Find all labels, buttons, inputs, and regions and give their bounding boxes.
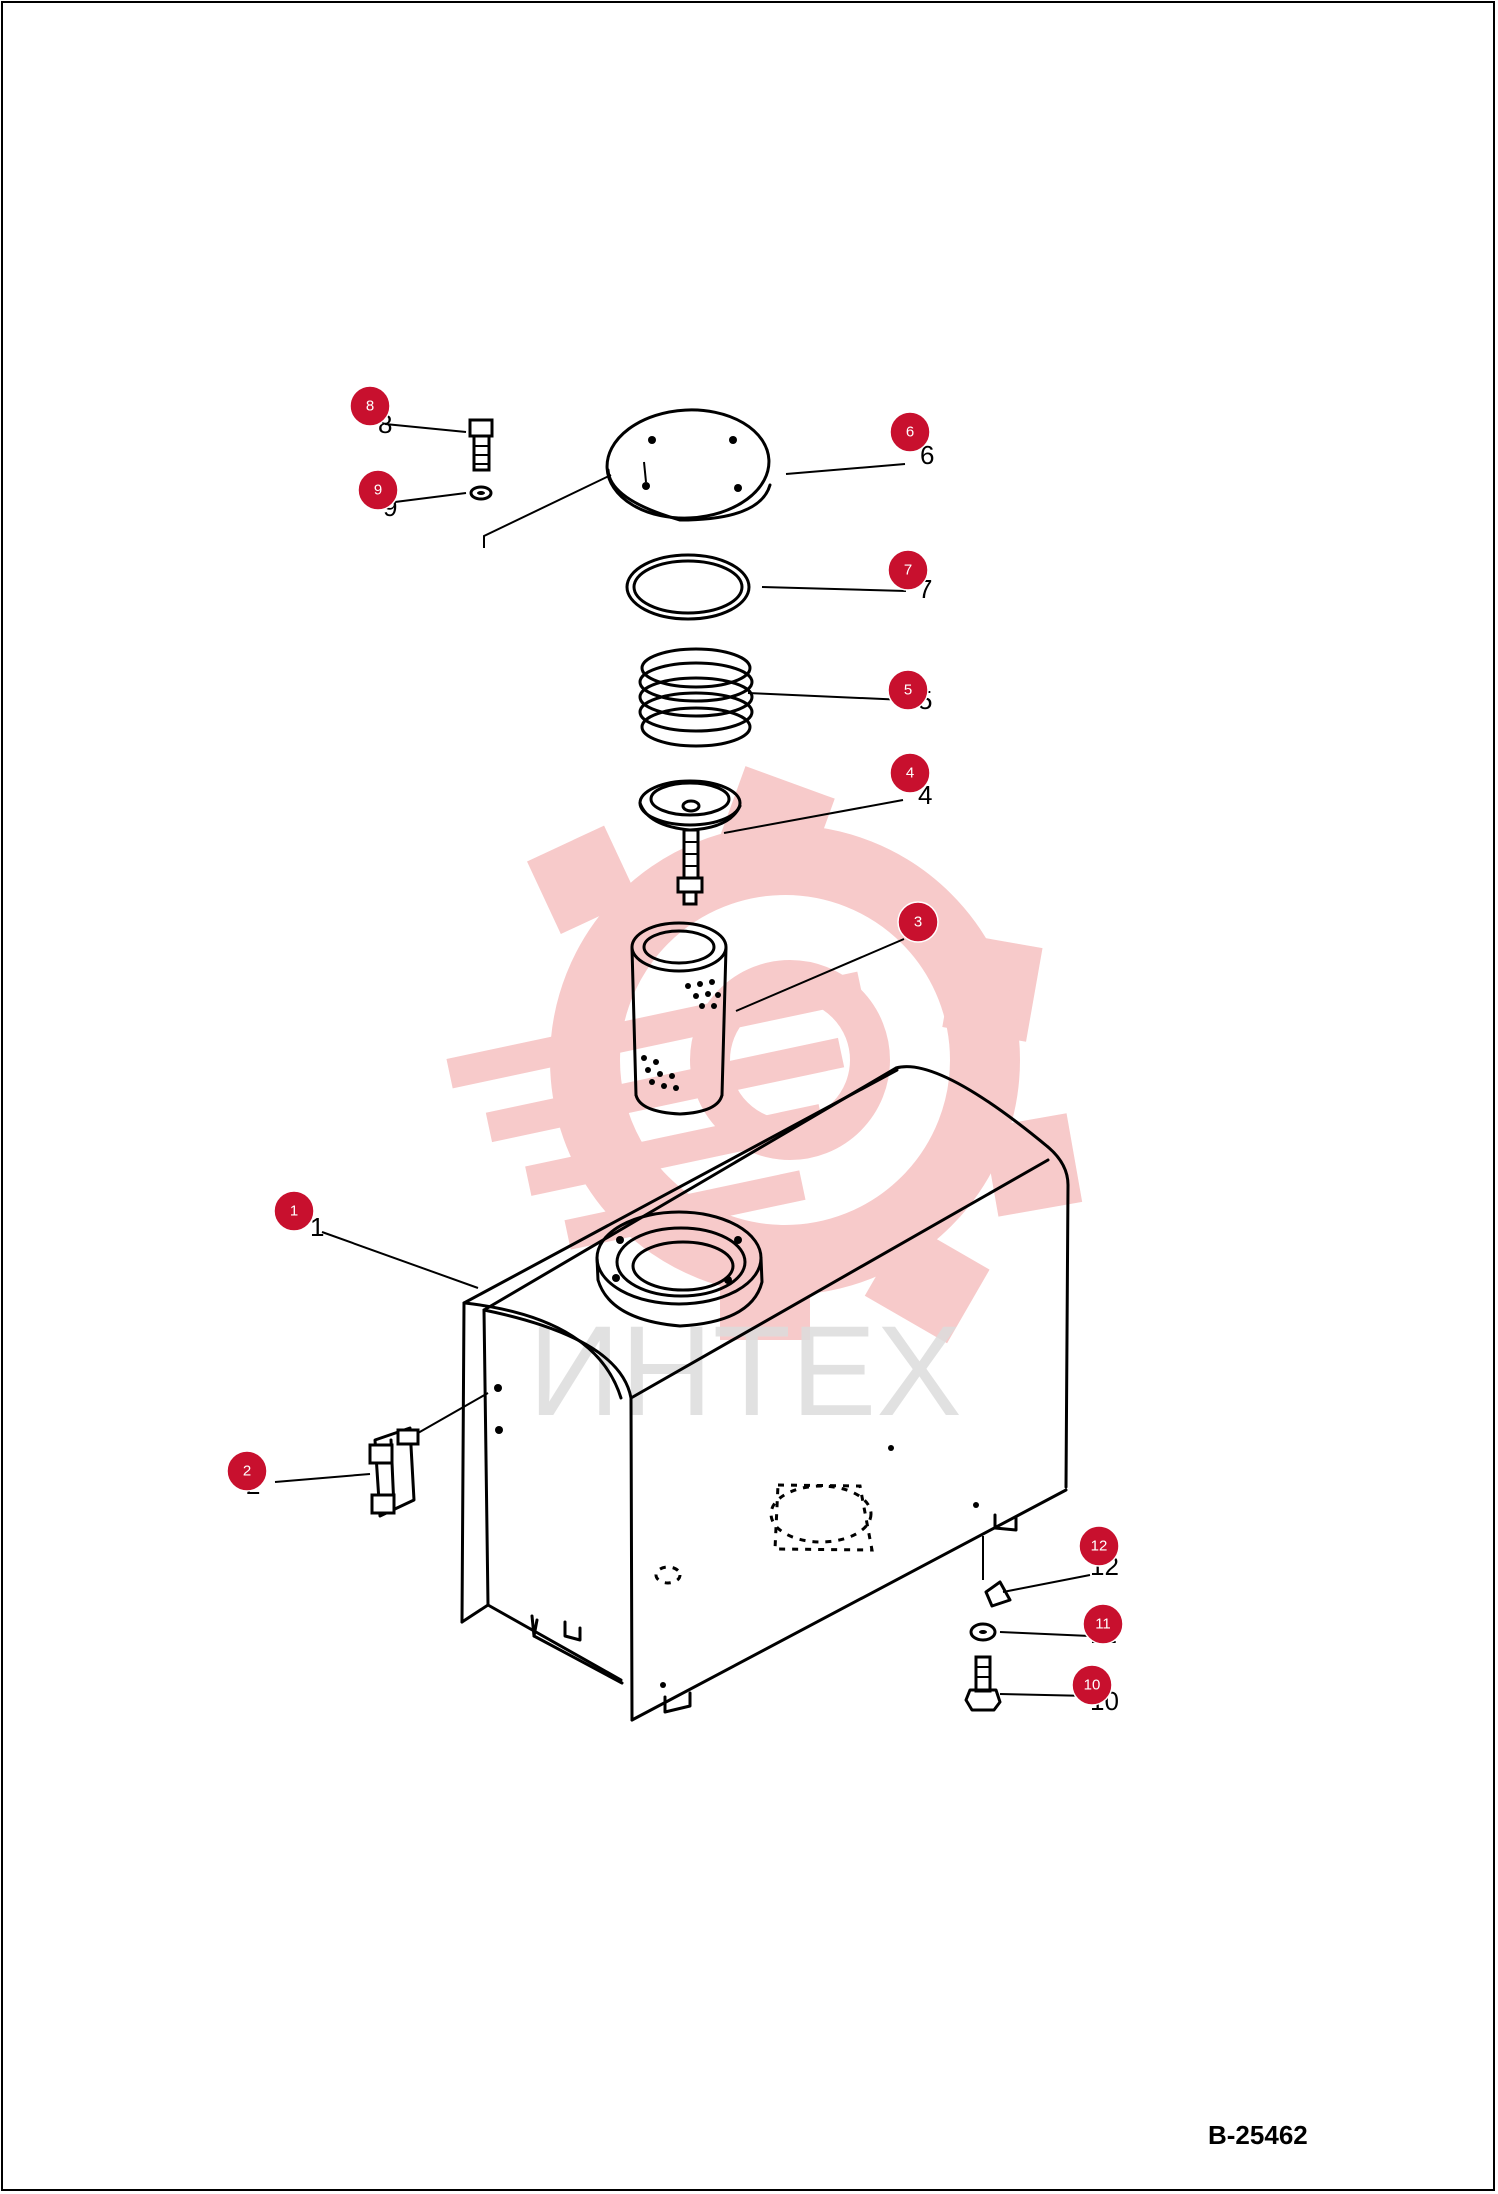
drawing-number: B-25462 [1208, 2120, 1308, 2150]
o-ring [625, 553, 907, 621]
svg-text:2: 2 [243, 1463, 251, 1480]
svg-text:11: 11 [1095, 1616, 1111, 1633]
watermark-logo [446, 766, 1083, 1344]
svg-text:9: 9 [374, 482, 382, 499]
callout-5[interactable]: 5 [887, 669, 929, 711]
callout-9[interactable]: 9 [357, 469, 399, 511]
callout-2[interactable]: 2 [226, 1450, 268, 1492]
callout-7[interactable]: 7 [887, 549, 929, 591]
spring [638, 647, 906, 748]
svg-text:1: 1 [310, 1212, 324, 1242]
bypass-valve [638, 779, 904, 906]
watermark-text: ИНТЕХ [528, 1300, 961, 1443]
callout-12[interactable]: 12 [1078, 1525, 1120, 1567]
washer-top [394, 485, 493, 503]
callout-1[interactable]: 1 [273, 1190, 315, 1232]
svg-text:4: 4 [906, 765, 914, 782]
svg-text:5: 5 [904, 682, 912, 699]
callout-4[interactable]: 4 [889, 752, 931, 794]
callout-3[interactable]: 3 [897, 901, 939, 943]
filter-element [630, 921, 905, 1116]
callout-10[interactable]: 10 [1071, 1664, 1113, 1706]
svg-text:8: 8 [366, 398, 374, 415]
svg-text:3: 3 [914, 914, 922, 931]
callout-6[interactable]: 6 [889, 411, 931, 453]
callout-8[interactable]: 8 [349, 385, 391, 427]
svg-text:12: 12 [1091, 1538, 1108, 1555]
svg-text:6: 6 [906, 424, 914, 441]
callout-11[interactable]: 11 [1082, 1603, 1124, 1645]
hydraulic-tank [321, 1065, 1070, 1722]
svg-text:10: 10 [1084, 1677, 1101, 1694]
svg-text:1: 1 [290, 1203, 298, 1220]
cover-plate [605, 408, 906, 522]
level-gauge [274, 1392, 489, 1518]
bolt-top [384, 418, 494, 472]
svg-text:7: 7 [904, 562, 912, 579]
